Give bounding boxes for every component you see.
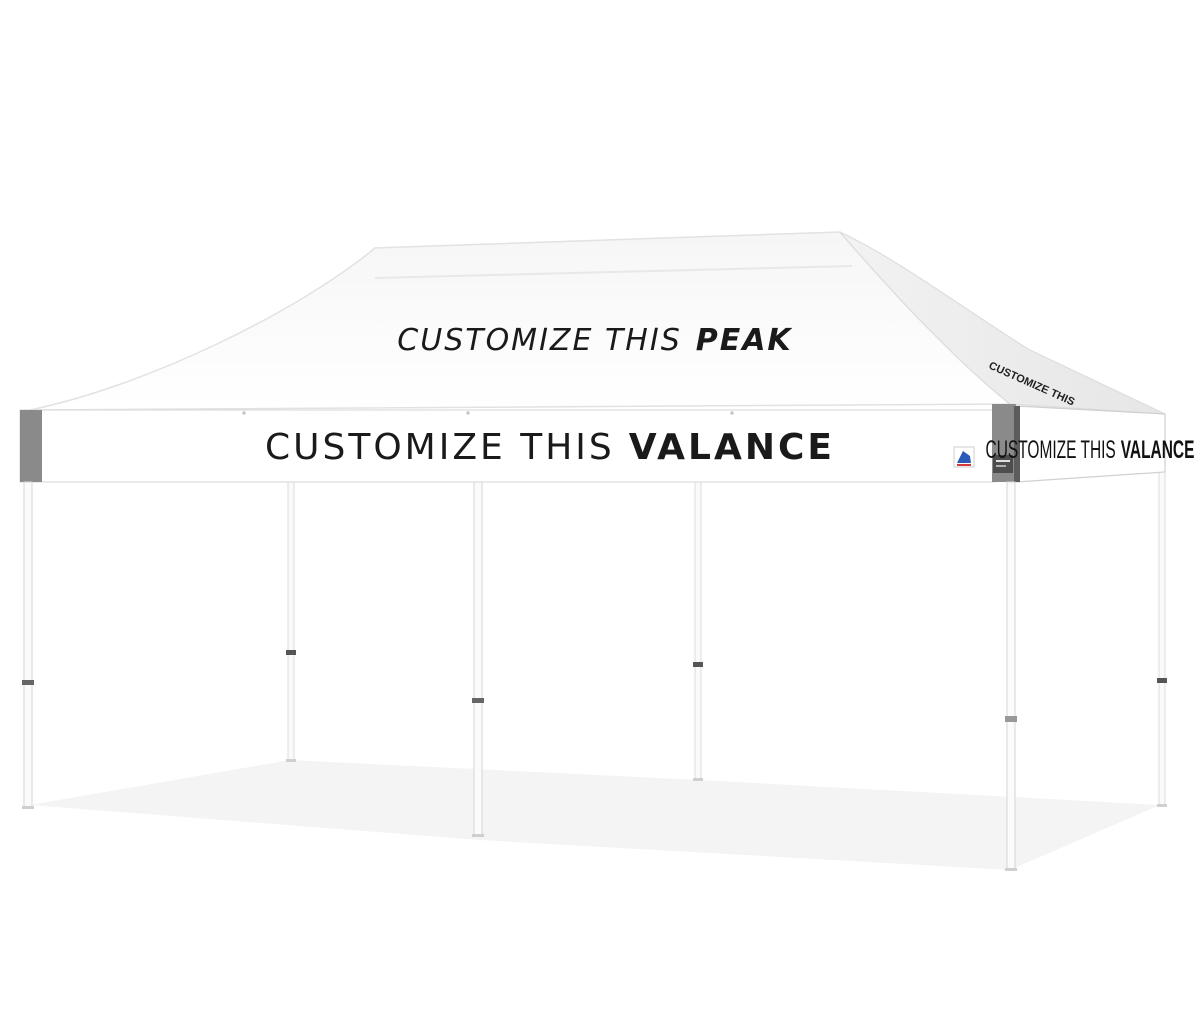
side-valance-edge: [1014, 406, 1020, 482]
leg-feet: [22, 759, 1167, 871]
peak-text-light: CUSTOMIZE THIS: [397, 323, 681, 358]
ground-shadow: [30, 760, 1160, 870]
back-legs: [286, 469, 1167, 807]
canopy-seam: [374, 265, 853, 279]
side-valance-text-light: CUSTOMIZE THIS: [986, 436, 1116, 464]
front-valance-text: CUSTOMIZE THIS VALANCE: [265, 427, 835, 468]
model-badge-icon: [993, 455, 1013, 473]
canopy-side: [839, 231, 1166, 415]
brand-logo-icon: [953, 446, 975, 468]
peak-text-bold: PEAK: [696, 323, 794, 358]
front-valance-text-light: CUSTOMIZE THIS: [265, 427, 615, 468]
valance-rivets: [242, 411, 734, 415]
left-corner-band: [20, 410, 42, 482]
front-valance-text-bold: VALANCE: [629, 427, 835, 468]
peak-text: CUSTOMIZE THIS PEAK: [397, 323, 793, 358]
side-valance-text-bold: VALANCE: [1121, 436, 1195, 464]
front-legs: [22, 481, 1017, 871]
